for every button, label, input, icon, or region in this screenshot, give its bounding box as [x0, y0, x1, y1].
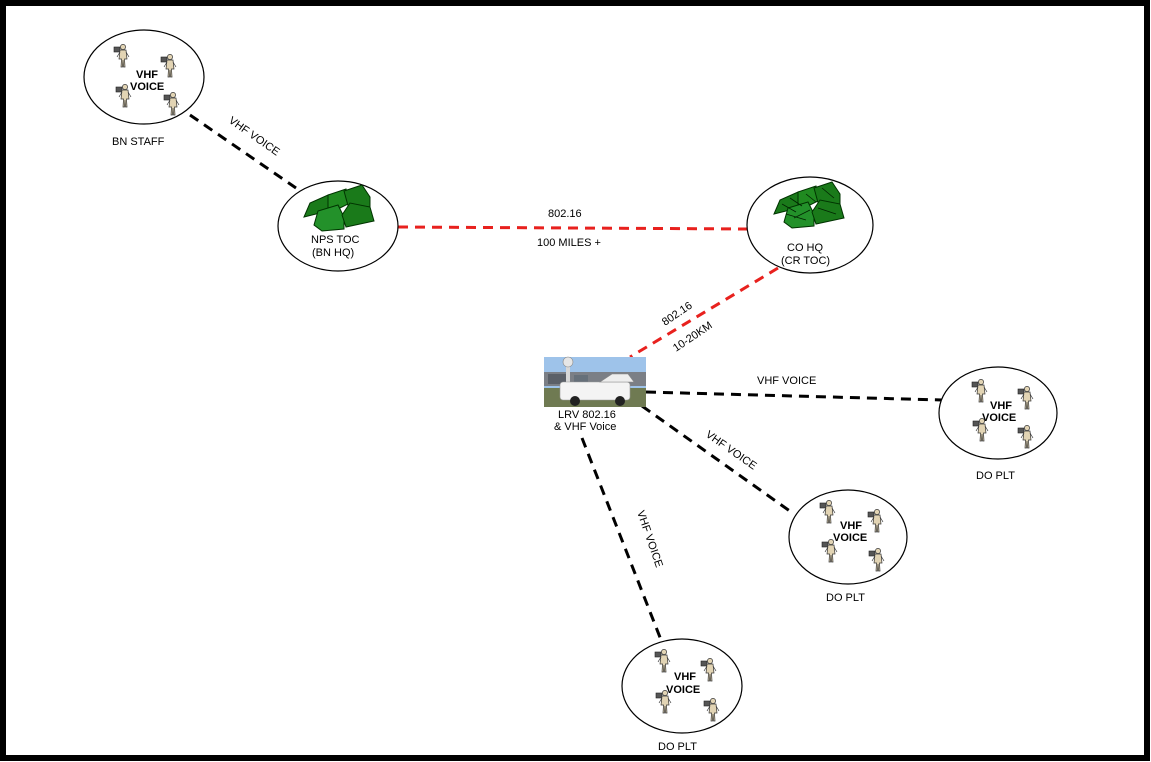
link-bn-staff-nps [189, 113, 297, 190]
node-label-line1: NPS TOC [311, 234, 360, 246]
node-label: DO PLT [658, 741, 697, 753]
link-label-bn-staff-nps: VHF VOICE [226, 115, 281, 159]
node-label: DO PLT [826, 592, 865, 604]
node-label-line1: CO HQ [787, 242, 824, 254]
node-center-text-line2: VOICE [833, 532, 867, 544]
link-label-co-lrv-top: 802.16 [660, 300, 695, 329]
node-do-plt-mid: VHF VOICE DO PLT [788, 489, 908, 604]
link-nps-co [397, 225, 749, 231]
link-lrv-mid [641, 404, 795, 516]
node-nps-toc: NPS TOC (BN HQ) [277, 180, 399, 272]
truck-photo [544, 356, 646, 407]
node-label: BN STAFF [112, 136, 165, 148]
link-label-lrv-right: VHF VOICE [757, 375, 816, 387]
node-center-text-line1: VHF [840, 520, 862, 532]
node-bn-staff: VHF VOICE BN STAFF [83, 29, 205, 148]
link-lrv-right [645, 390, 943, 402]
node-do-plt-bottom: VHF VOICE DO PLT [621, 638, 743, 753]
node-label-line2: (CR TOC) [781, 255, 830, 267]
link-label-co-lrv-bottom: 10-20KM [671, 320, 715, 355]
node-center-text-line1: VHF [674, 671, 696, 683]
node-center-text-line2: VOICE [982, 412, 1016, 424]
node-label-line2: & VHF Voice [554, 421, 616, 433]
node-center-text-line1: VHF [990, 400, 1012, 412]
link-label-nps-co-top: 802.16 [548, 208, 582, 220]
link-label-lrv-bottom: VHF VOICE [634, 509, 665, 569]
node-center-text-line1: VHF [136, 69, 158, 81]
link-label-nps-co-bottom: 100 MILES + [537, 237, 601, 249]
node-center-text-line2: VOICE [130, 81, 164, 93]
link-co-lrv [629, 266, 779, 359]
node-do-plt-right: VHF VOICE DO PLT [938, 366, 1058, 482]
link-lrv-bottom [580, 437, 665, 646]
node-label-line2: (BN HQ) [312, 247, 354, 259]
node-co-hq: CO HQ (CR TOC) [746, 176, 874, 274]
link-label-lrv-mid: VHF VOICE [703, 429, 758, 473]
node-label-line1: LRV 802.16 [558, 409, 616, 421]
node-label: DO PLT [976, 470, 1015, 482]
node-center-text-line2: VOICE [666, 684, 700, 696]
node-lrv: LRV 802.16 & VHF Voice [544, 356, 646, 433]
